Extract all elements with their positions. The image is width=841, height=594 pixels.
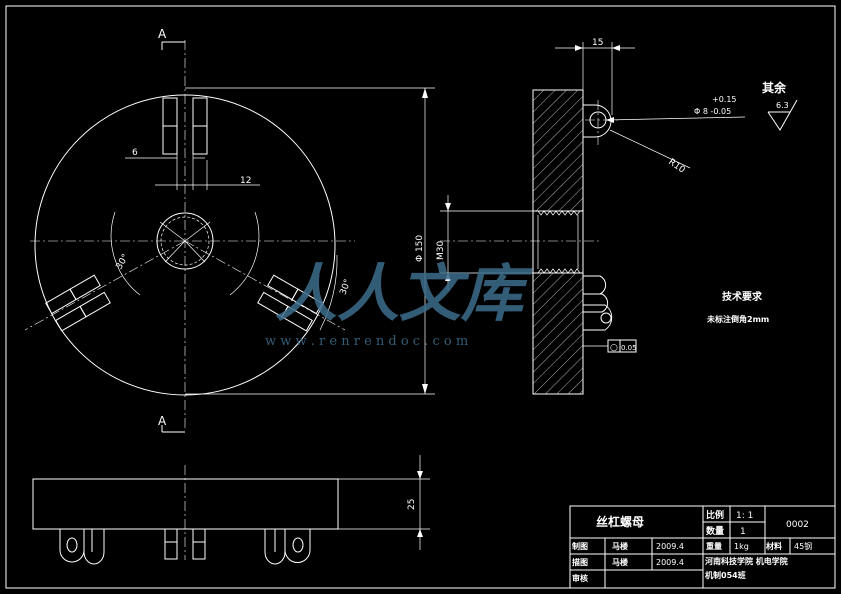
top-slot-group: [162, 97, 208, 190]
dim-outer-diameter: Φ 150: [415, 235, 425, 262]
dim-thread: M30: [436, 241, 446, 260]
section-lug-top: [583, 100, 620, 145]
draft-date: 2009.4: [656, 558, 684, 567]
watermark-brand: 人人文库: [275, 257, 533, 330]
roughness-value: 6.3: [776, 101, 789, 110]
dim-hole-tol-lower: Φ 8 -0.05: [694, 107, 731, 116]
roughness-note: 其余 6.3: [762, 80, 798, 131]
scale-value: 1: 1: [736, 511, 753, 521]
section-lug-bottom: [583, 275, 613, 331]
class-name: 机制054班: [705, 570, 746, 580]
dim-hole-tol-upper: +0.15: [712, 95, 737, 104]
dim-thickness: 25: [407, 499, 417, 510]
section-label-top: A: [158, 27, 167, 41]
flatness-value: 0.05: [621, 344, 637, 352]
dim-slot-width: 6: [132, 148, 138, 158]
section-label-bottom: A: [158, 414, 167, 428]
thread-teeth: [537, 210, 581, 274]
tech-requirements-title: 技术要求: [722, 290, 763, 303]
tech-requirements: 技术要求 未标注倒角2mm: [706, 290, 769, 324]
bottom-view-body: [32, 478, 339, 530]
dim-slot-offset: 12: [240, 176, 251, 186]
dim-radius: R10: [666, 157, 686, 176]
watermark: 人人文库 w w w . r e n r e n d o c . c o m: [265, 257, 533, 349]
drawing-border: [5, 5, 836, 589]
drafter-name: 马楼: [612, 557, 628, 567]
dim-angle-left: 30°: [115, 253, 132, 272]
drafter-label: 描图: [572, 557, 588, 567]
flatness-frame: [607, 339, 637, 353]
design-date: 2009.4: [656, 542, 684, 551]
drawing-number: 0002: [786, 520, 809, 530]
reviewer-label: 审核: [572, 573, 588, 583]
left-slot-group: [45, 274, 111, 332]
weight-label: 重量: [706, 541, 722, 551]
scale-label: 比例: [706, 509, 724, 521]
lug-right: [264, 529, 311, 565]
tech-requirement-item: 未标注倒角2mm: [706, 314, 769, 324]
designer-label: 制图: [572, 541, 588, 551]
section-view: M30 15 +0.15 Φ 8 -0.05 R10: [436, 38, 746, 395]
watermark-url: w w w . r e n r e n d o c . c o m: [265, 334, 468, 349]
material-value: 45钢: [794, 541, 812, 551]
bottom-view: 25: [32, 455, 430, 565]
material-label: 材料: [766, 541, 782, 551]
qty-value: 1: [740, 527, 746, 537]
part-name: 丝杠螺母: [596, 514, 644, 529]
flatness-symbol: ○: [610, 343, 618, 353]
school-name: 河南科技学院 机电学院: [705, 556, 788, 566]
title-block: 丝杠螺母 比例 1: 1 数量 1 0002 制图 马楼 2009.4 重量 1…: [569, 505, 836, 589]
qty-label: 数量: [706, 525, 724, 537]
front-view: 6 12 30° 30° Φ 150: [24, 27, 435, 433]
right-slot-group: [257, 274, 323, 332]
dim-side-width: 15: [592, 38, 603, 48]
thread-bore: [532, 210, 584, 274]
designer-name: 马楼: [612, 541, 628, 551]
weight-value: 1kg: [734, 542, 749, 551]
lug-left: [59, 529, 105, 565]
slots-bottom-center: [164, 528, 206, 560]
roughness-label: 其余: [762, 80, 787, 95]
